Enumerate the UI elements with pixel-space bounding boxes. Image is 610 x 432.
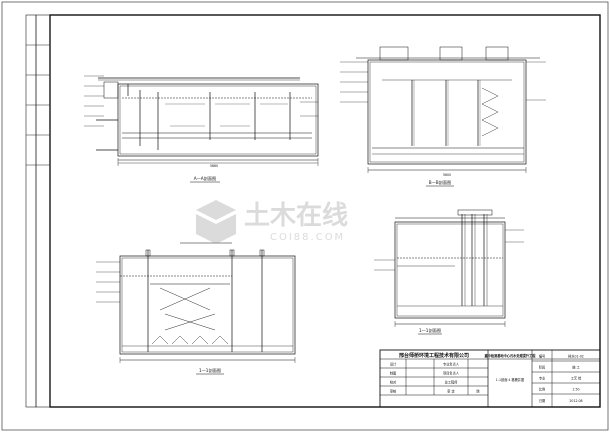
tb-sign-1: 专业负责人 [443,362,460,367]
title-block: 邢台师桥环境工程技术有限公司 设计 专业负责人 制图 项目负责人 校对 总工程师… [379,349,601,408]
tb-approve-stamp: 院 [476,389,480,394]
section-b-caption: B—B剖面图 [429,179,452,186]
section-1-caption: 1—1剖面图 [199,367,221,374]
tb-meta-label-4: 比例 [539,387,545,392]
section-a-caption: A—A剖面图 [194,175,216,182]
section-a-drawing [84,75,319,166]
tb-role-2: 制图 [390,371,396,376]
tb-meta-label-2: 阶段 [539,365,546,370]
tb-sign-3: 总工程师 [445,380,459,385]
section-b-overall-dim: 5600 [443,173,451,177]
title-block-drawing-title: 1-1剖面 4 格栅井图 [496,377,524,382]
tb-role-4: 审核 [390,389,397,394]
binding-strip [25,14,51,408]
tb-role-3: 校对 [390,380,397,385]
section-2-drawing [374,209,524,327]
section-2-caption: 1—1剖面图 [419,327,441,334]
watermark-brand: 土木在线 [244,201,348,231]
tb-meta-value-5: 2012.08 [569,399,582,403]
tb-meta-label-3: 专业 [539,376,545,381]
tb-meta-label-1: 编号 [539,354,545,359]
tb-role-1: 设计 [390,362,397,367]
watermark: 土木在线 COI88.COM [196,200,348,244]
tb-meta-value-2: 施 工 [572,365,580,370]
tb-sign-2: 项目负责人 [443,371,460,376]
tb-meta-label-5: 日期 [539,398,545,403]
tb-sign-4: 审 定 [447,389,455,394]
section-a-overall-dim: 5860 [210,164,218,168]
watermark-logo-icon [196,200,236,244]
title-block-project: 嘉中检测基地中心污水处理提升工程 [484,353,537,358]
section-1-drawing [96,242,296,363]
watermark-url: COI88.COM [270,232,345,243]
title-block-company: 邢台师桥环境工程技术有限公司 [399,352,469,359]
tb-meta-value-4: 1:50 [572,388,579,392]
tb-meta-value-3: 工艺 给 [571,376,582,381]
tb-meta-value-1: 排水01-02 [568,354,584,359]
section-b-drawing [340,46,546,173]
